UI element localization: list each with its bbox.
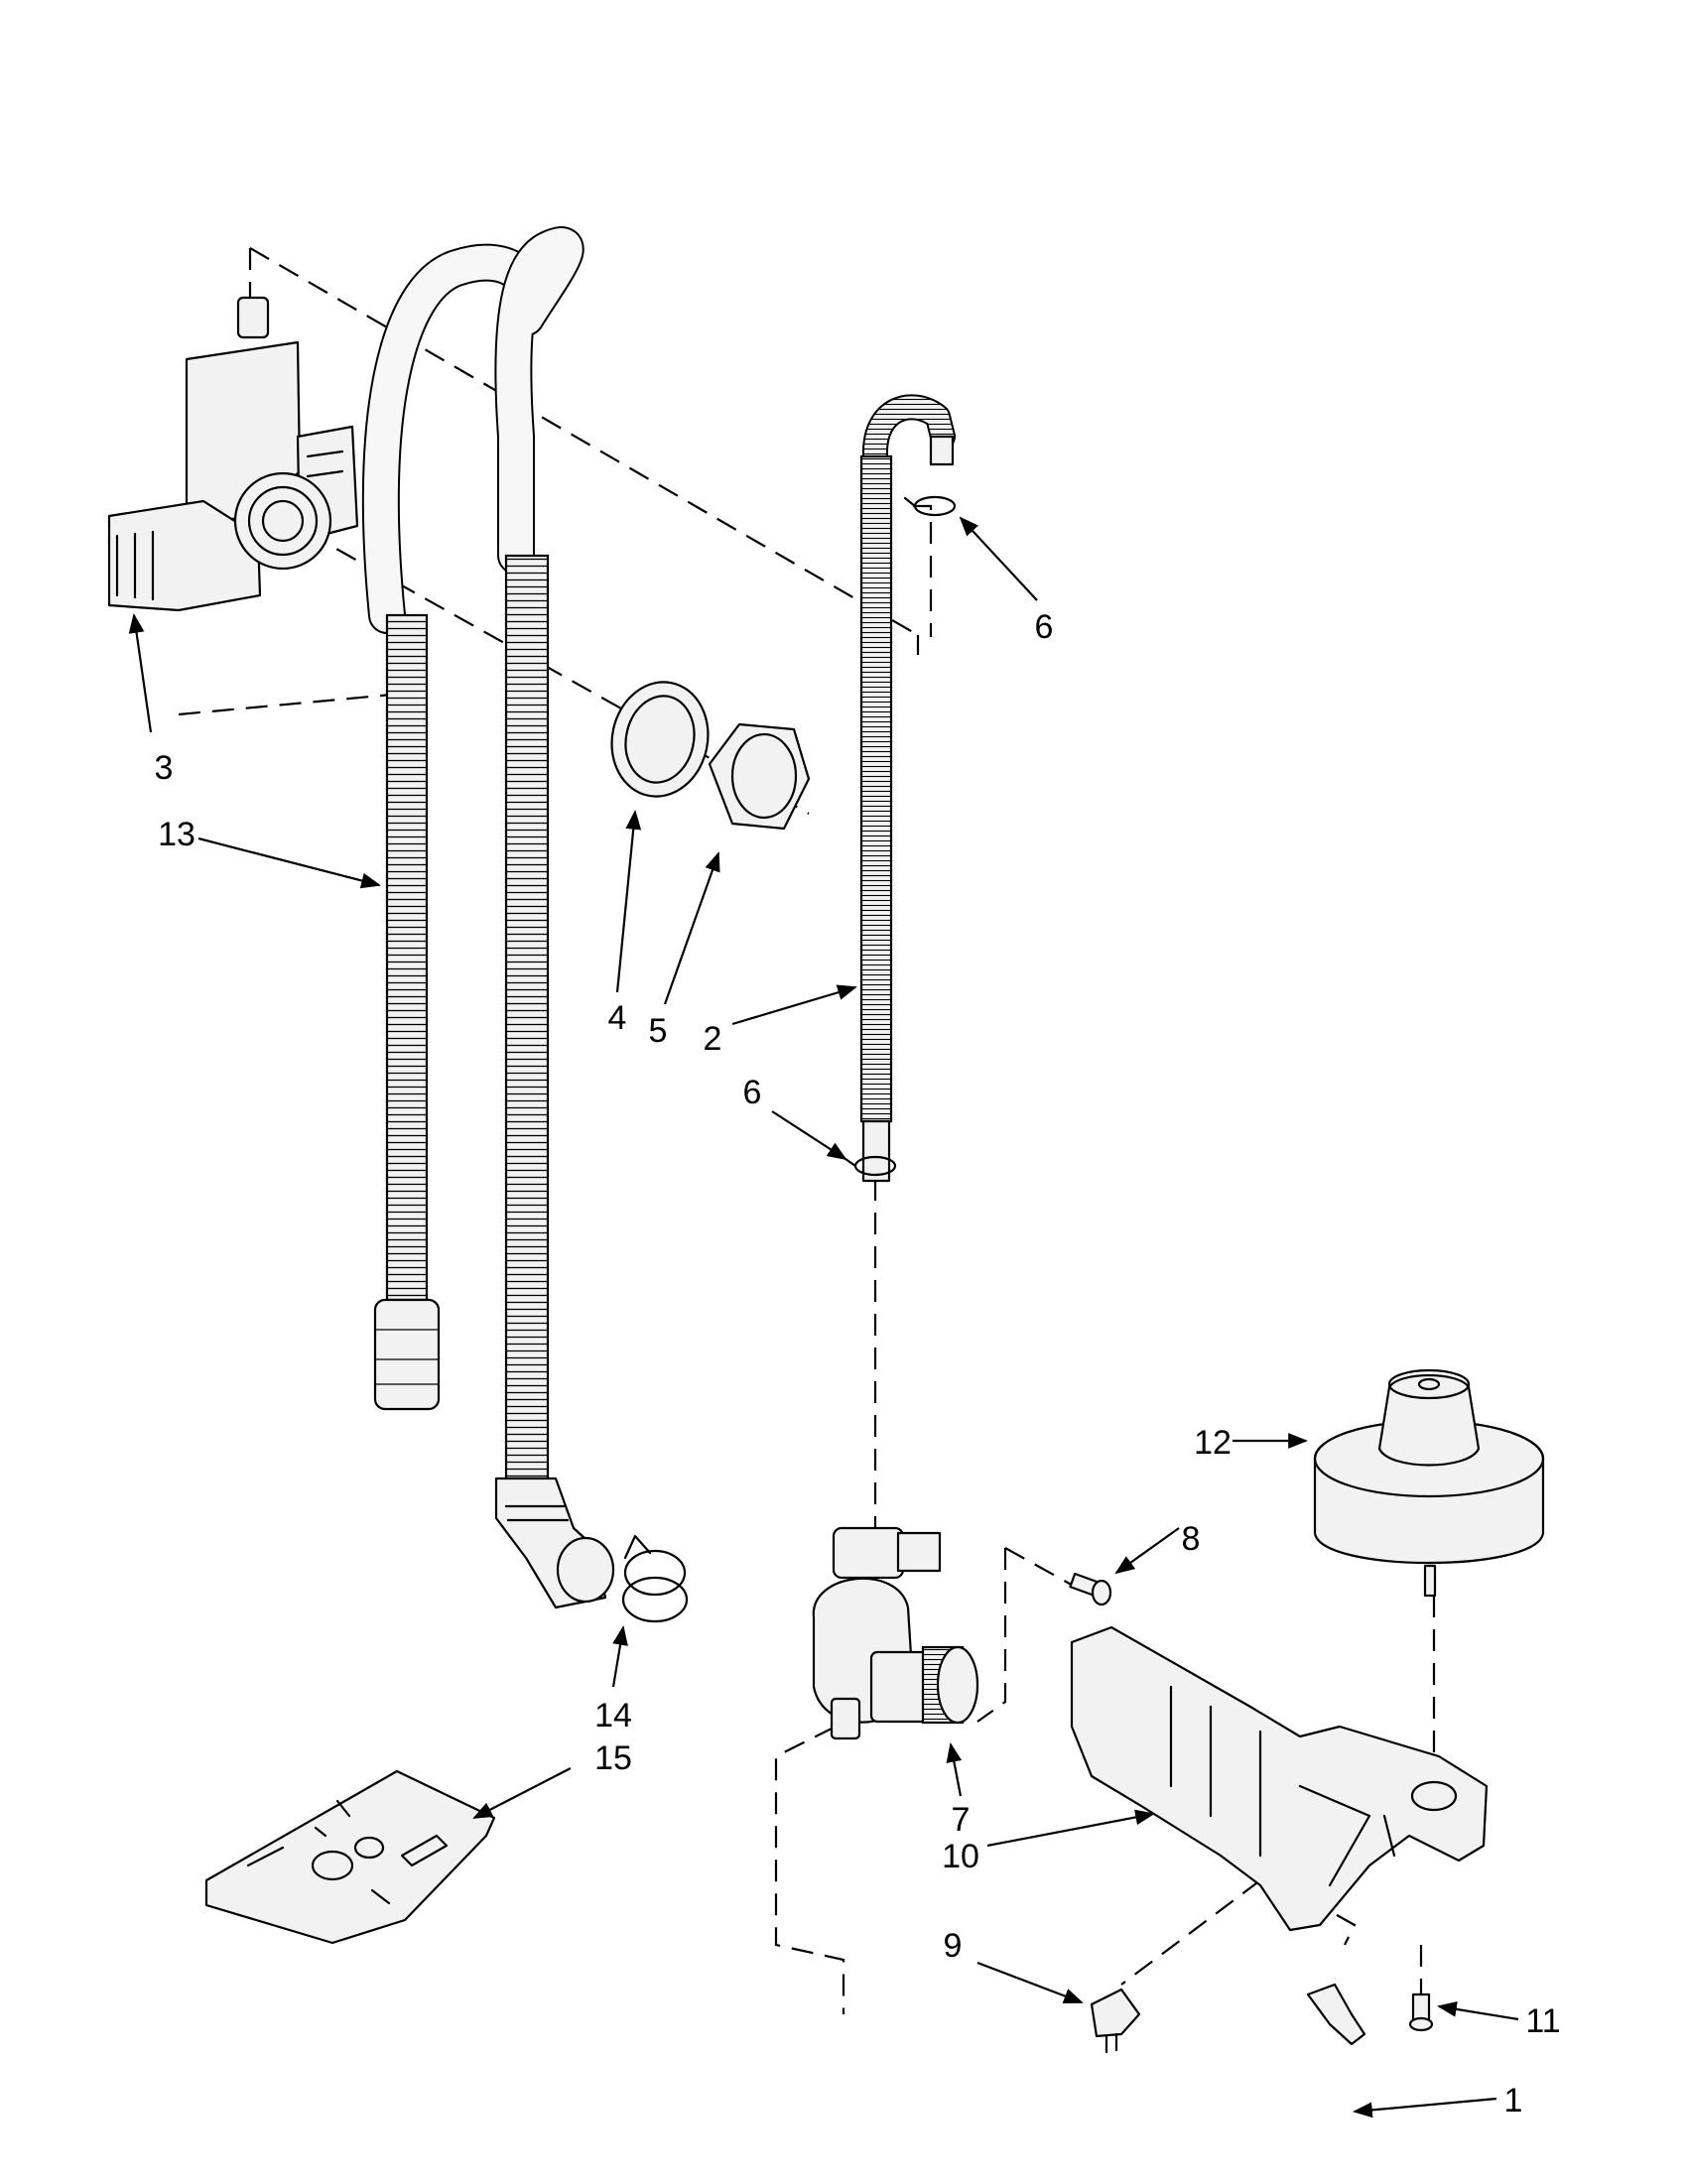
float-arm-part	[1306, 1983, 1366, 2046]
screw-part-upper	[1069, 1572, 1112, 1606]
callout-11: 11	[1525, 2002, 1560, 2040]
hose-clamp-part-upper	[903, 495, 957, 517]
vent-housing-part	[107, 296, 359, 612]
callout-4: 4	[608, 999, 627, 1037]
hardware-bag-part	[204, 1769, 496, 1945]
callout-9: 9	[944, 1927, 963, 1965]
inlet-hose-part	[859, 394, 956, 1183]
float-part	[1313, 1368, 1545, 1598]
callout-12: 12	[1194, 1424, 1232, 1462]
drain-hose-part	[361, 226, 615, 1609]
callout-6-lower: 6	[743, 1074, 762, 1111]
callout-10: 10	[942, 1838, 979, 1875]
callout-6-upper: 6	[1035, 608, 1054, 646]
water-valve-part	[812, 1526, 979, 1740]
callout-5: 5	[649, 1012, 668, 1050]
callout-8: 8	[1182, 1520, 1201, 1558]
callout-3: 3	[155, 749, 174, 787]
callout-7: 7	[952, 1801, 971, 1839]
spring-clamp-part	[621, 1534, 689, 1623]
leader-lines	[128, 516, 1519, 2119]
callout-13: 13	[158, 816, 195, 853]
callout-labels: 3 13 4 5 2 6 6 8 12 14 15 7 10 9 11 1	[155, 608, 1561, 2120]
hose-clamp-part-lower	[844, 1155, 897, 1177]
seal-ring-part	[610, 681, 710, 798]
callout-2: 2	[704, 1020, 722, 1058]
micro-switch-part	[1090, 1988, 1141, 2054]
callout-14: 14	[594, 1697, 632, 1734]
valve-bracket-part	[1070, 1625, 1489, 1932]
screw-part-lower	[1408, 1992, 1434, 2032]
nut-part	[708, 722, 811, 831]
callout-1: 1	[1504, 2082, 1523, 2120]
callout-15: 15	[594, 1739, 632, 1777]
